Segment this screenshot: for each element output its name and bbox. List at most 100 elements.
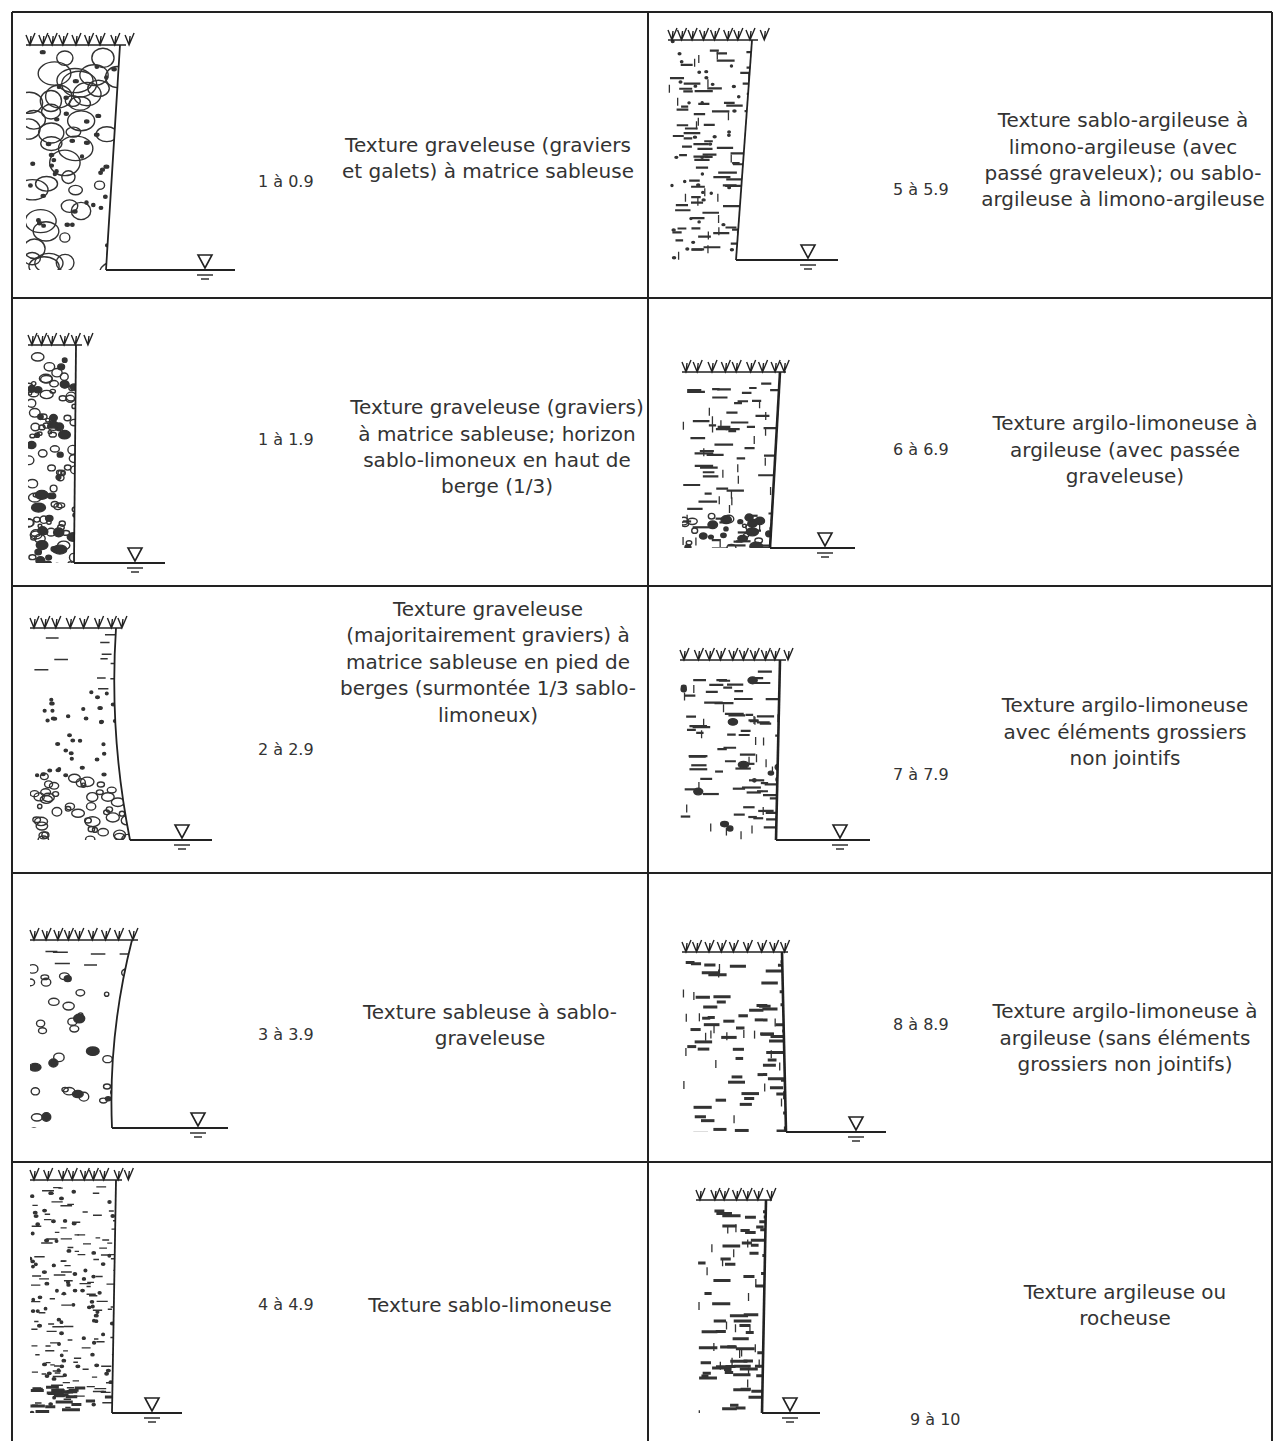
sketch-mark: [750, 85, 761, 87]
sketch-mark: [745, 514, 753, 521]
sketch-mark: [765, 412, 766, 420]
sketch-mark: [747, 549, 760, 551]
grass-tuft: [75, 928, 84, 940]
sketch-mark: [733, 788, 745, 790]
sketch-mark: [35, 433, 40, 437]
sketch-mark: [698, 55, 699, 63]
sketch-mark: [720, 539, 721, 547]
sketch-mark: [712, 539, 720, 541]
grass-tuft: [85, 33, 94, 45]
sketch-mark: [85, 120, 89, 123]
sketch-mark: [706, 691, 718, 693]
sketch-mark: [683, 90, 692, 92]
sketch-mark: [698, 262, 714, 264]
sketch-mark: [49, 1135, 55, 1141]
sketch-mark: [107, 1242, 112, 1243]
sketch-mark: [64, 1326, 73, 1327]
sketch-mark: [47, 1331, 57, 1332]
sketch-mark: [762, 1007, 777, 1010]
sketch-mark: [60, 1321, 63, 1323]
grass-tuft: [770, 940, 779, 952]
sketch-mark: [32, 1387, 41, 1390]
sketch-mark: [695, 90, 713, 92]
sketch-mark: [50, 1364, 54, 1365]
sketch-mark: [684, 132, 701, 134]
sketch-mark: [53, 951, 68, 953]
sketch-mark: [73, 1380, 79, 1381]
sketch-mark: [31, 1260, 34, 1262]
sketch-mark: [72, 1191, 75, 1193]
sketch-mark: [705, 71, 708, 73]
grass-tuft: [28, 333, 37, 345]
texture-description: Texture sablo-argileuse à limono-argileu…: [978, 107, 1268, 213]
sketch-mark: [31, 1195, 34, 1197]
sketch-mark: [57, 474, 64, 480]
water-symbol: [127, 567, 143, 568]
sketch-mark: [86, 836, 95, 842]
sketch-mark: [43, 1363, 47, 1365]
sketch-mark: [110, 678, 124, 680]
class-range: 6 à 6.9: [893, 439, 963, 460]
sketch-mark: [719, 496, 720, 504]
sketch-mark: [61, 1227, 67, 1228]
grass-tuft: [114, 1168, 123, 1180]
sketch-mark: [83, 1368, 89, 1369]
sketch-mark: [100, 262, 128, 282]
sketch-mark: [58, 768, 61, 771]
sketch-mark: [738, 1014, 747, 1017]
sketch-mark: [40, 529, 48, 535]
sketch-mark: [98, 688, 108, 690]
water-symbol: [175, 825, 189, 838]
grass-tuft: [759, 360, 768, 372]
water-symbol: [804, 268, 812, 269]
sketch-mark: [747, 102, 761, 104]
sketch-mark: [712, 547, 728, 549]
sketch-mark: [701, 1119, 714, 1122]
sketch-mark: [88, 1306, 91, 1308]
sketch-mark: [725, 760, 736, 762]
class-range: 1 à 1.9: [258, 429, 328, 450]
sketch-mark: [82, 708, 85, 711]
sketch-mark: [727, 490, 744, 492]
sketch-mark: [747, 1380, 748, 1388]
sketch-mark: [91, 1305, 94, 1307]
water-symbol: [782, 1417, 798, 1418]
sketch-mark: [732, 162, 740, 164]
sketch-mark: [718, 1135, 719, 1143]
ground-line: [30, 939, 138, 940]
sketch-mark: [694, 59, 695, 67]
sketch-mark: [92, 827, 97, 832]
sketch-mark: [108, 1201, 111, 1203]
sketch-mark: [738, 96, 740, 98]
sketch-mark: [694, 113, 705, 115]
sketch-mark: [766, 812, 783, 814]
sketch-mark: [31, 1411, 34, 1413]
sketch-mark: [723, 747, 736, 749]
sketch-mark: [45, 1345, 50, 1346]
grass-tuft: [734, 28, 743, 40]
sketch-mark: [49, 1192, 53, 1194]
ground-line: [682, 951, 788, 952]
class-range: 8 à 8.9: [893, 1014, 963, 1035]
sketch-mark: [53, 1187, 61, 1188]
water-symbol: [201, 278, 209, 279]
sketch-mark: [32, 503, 46, 512]
sketch-mark: [95, 181, 105, 189]
sketch-mark: [716, 1365, 729, 1368]
sketch-mark: [48, 769, 52, 772]
sketch-mark: [707, 87, 722, 89]
sketch-mark: [61, 1271, 72, 1272]
sketch-mark: [693, 420, 710, 422]
sketch-mark: [735, 1129, 749, 1132]
sketch-mark: [685, 194, 686, 202]
sketch-mark: [714, 1319, 726, 1322]
bank-line: [112, 1180, 116, 1413]
sketch-mark: [48, 493, 56, 498]
sketch-mark: [70, 419, 78, 425]
sketch-mark: [111, 1258, 122, 1259]
sketch-mark: [116, 1204, 127, 1205]
sketch-mark: [755, 737, 756, 745]
sketch-mark: [703, 1006, 717, 1009]
sketch-mark: [83, 1243, 91, 1244]
class-range: 3 à 3.9: [258, 1024, 328, 1045]
